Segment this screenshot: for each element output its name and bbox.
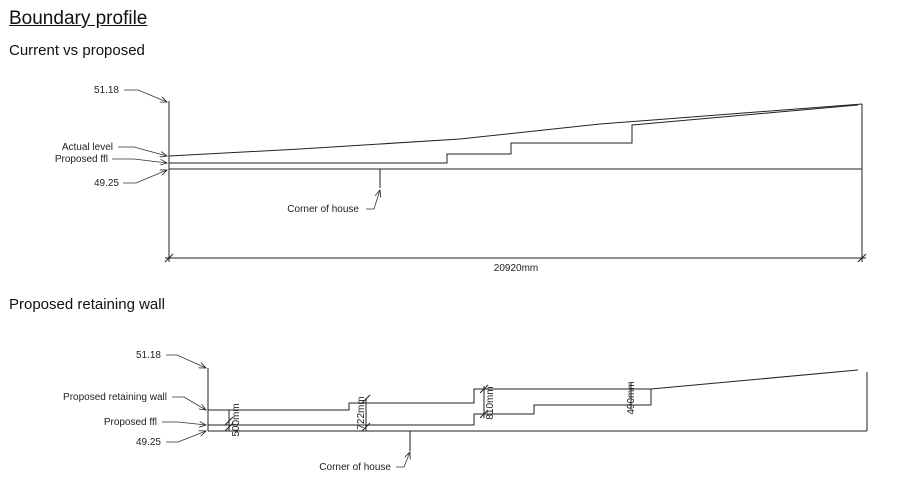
- leader-actual-level: [118, 146, 167, 156]
- dimension-tick-right: [857, 253, 867, 263]
- section-heading-retaining-wall: Proposed retaining wall: [9, 296, 165, 313]
- label-bottom-level: 49.25: [94, 178, 119, 189]
- leader-corner-of-house-2: [396, 452, 410, 468]
- dimension-tick-left: [164, 253, 174, 263]
- ground-slope-line: [650, 369, 859, 390]
- dim-label-1: 500mm: [231, 403, 242, 436]
- profile-current-vs-proposed: 51.18 Actual level Proposed ffl 49.25 Co…: [55, 85, 867, 274]
- leader-proposed-ffl: [112, 158, 167, 163]
- label-top-level-2: 51.18: [136, 350, 161, 361]
- label-corner-of-house-2: Corner of house: [319, 462, 391, 473]
- leader-bottom-level-2: [166, 431, 206, 443]
- leader-top-level: [124, 89, 167, 102]
- label-bottom-level-2: 49.25: [136, 437, 161, 448]
- proposed-ffl-line: [169, 104, 859, 164]
- dim-label-4: 490mm: [626, 381, 637, 414]
- leader-proposed-ffl-2: [162, 422, 206, 425]
- profile-retaining-wall: 51.18 Proposed retaining wall Proposed f…: [63, 350, 868, 473]
- section-heading-current-vs-proposed: Current vs proposed: [9, 42, 145, 59]
- dim-label-3: 810mm: [485, 386, 496, 419]
- leader-retaining-wall: [172, 396, 206, 410]
- dimension-label: 20920mm: [494, 263, 538, 274]
- dim-label-2: 722mm: [356, 396, 367, 429]
- label-proposed-ffl: Proposed ffl: [55, 154, 108, 165]
- page-title: Boundary profile: [9, 8, 148, 29]
- leader-bottom-level: [123, 170, 167, 184]
- label-proposed-ffl-2: Proposed ffl: [104, 417, 157, 428]
- label-corner-of-house: Corner of house: [287, 204, 359, 215]
- label-top-level: 51.18: [94, 85, 119, 96]
- label-retaining-wall: Proposed retaining wall: [63, 392, 167, 403]
- retaining-wall-line: [208, 388, 652, 426]
- leader-corner-of-house: [366, 190, 380, 210]
- label-actual-level: Actual level: [62, 142, 113, 153]
- actual-level-line: [168, 103, 863, 157]
- leader-top-level-2: [166, 354, 206, 368]
